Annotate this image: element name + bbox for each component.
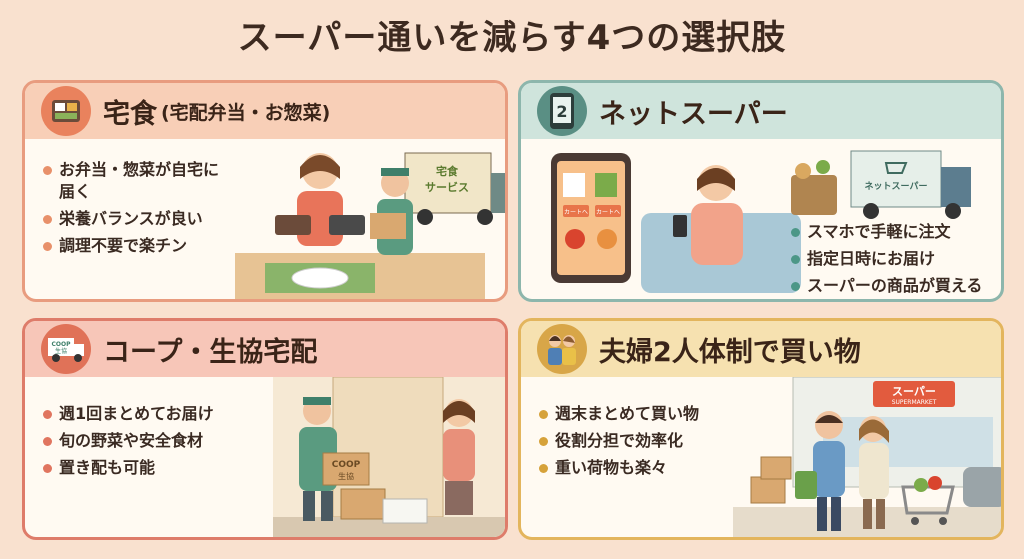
- truck-label: ネットスーパー: [865, 180, 928, 192]
- bento-icon: [41, 86, 91, 136]
- bullet-item: スーパーの商品が買える: [791, 275, 1001, 297]
- bullet-item: 調理不要で楽チン: [43, 235, 283, 257]
- bullet-list: スマホで手軽に注文 指定日時にお届け スーパーの商品が買える: [791, 221, 1001, 299]
- phone-cart-button-2: カートへ: [596, 209, 620, 216]
- online-shopping-illustration: カートへ カートへ: [551, 153, 801, 293]
- card-subtitle: (宅配弁当・お惣菜): [161, 101, 331, 124]
- card-title: ネットスーパー: [599, 98, 788, 130]
- store-sign: スーパー: [892, 385, 936, 398]
- truck-label-line2: サービス: [425, 180, 469, 194]
- bullet-list: 週末まとめて買い物 役割分担で効率化 重い荷物も楽々: [539, 403, 739, 484]
- supermarket-illustration: スーパー SUPERMARKET: [733, 377, 1001, 537]
- phone-cart-button-1: カートへ: [564, 209, 588, 216]
- truck-label-line1: 宅食: [436, 164, 459, 178]
- bullet-item: 栄養バランスが良い: [43, 208, 283, 230]
- svg-text:生協: 生協: [55, 347, 67, 355]
- bullet-list: 週1回まとめてお届け 旬の野菜や安全食材 置き配も可能: [43, 403, 283, 484]
- bullet-item: 旬の野菜や安全食材: [43, 430, 283, 452]
- smartphone-icon: 2: [537, 86, 587, 136]
- card-takushoku: 宅食 (宅配弁当・お惣菜) お弁当・惣菜が自宅に 届く 栄養バランスが良い 調理…: [22, 80, 508, 302]
- coop-box-label-2: 生協: [338, 471, 354, 481]
- card-title: コープ・生協宅配: [103, 336, 318, 368]
- bullet-item: 置き配も可能: [43, 457, 283, 479]
- bullet-list: お弁当・惣菜が自宅に 届く 栄養バランスが良い 調理不要で楽チン: [43, 159, 283, 262]
- svg-text:COOP: COOP: [51, 341, 71, 348]
- store-sign-sub: SUPERMARKET: [892, 399, 937, 406]
- page-title: スーパー通いを減らす4つの選択肢: [237, 18, 787, 58]
- bullet-item: 指定日時にお届け: [791, 248, 1001, 270]
- card-header: 宅食 (宅配弁当・お惣菜): [25, 83, 505, 139]
- coop-delivery-illustration: COOP 生協: [273, 377, 505, 537]
- card-header: 2 ネットスーパー: [521, 83, 1001, 139]
- card-net-super: 2 ネットスーパー カートへ カートへ ネットスーパー スマホで手軽に注文 指定…: [518, 80, 1004, 302]
- card-couple-shopping: 夫婦2人体制で買い物 週末まとめて買い物 役割分担で効率化 重い荷物も楽々 スー…: [518, 318, 1004, 540]
- bullet-item: 週1回まとめてお届け: [43, 403, 283, 425]
- bullet-item: スマホで手軽に注文: [791, 221, 1001, 243]
- card-header: COOP 生協 コープ・生協宅配: [25, 321, 505, 377]
- smartphone-icon-digit: 2: [556, 102, 567, 121]
- bullet-item: 週末まとめて買い物: [539, 403, 739, 425]
- bullet-item: 重い荷物も楽々: [539, 457, 739, 479]
- card-coop: COOP 生協 コープ・生協宅配 週1回まとめてお届け 旬の野菜や安全食材 置き…: [22, 318, 508, 540]
- delivery-truck-icon: COOP 生協: [41, 324, 91, 374]
- card-title: 宅食: [103, 98, 157, 130]
- net-super-truck-illustration: ネットスーパー: [791, 150, 971, 219]
- coop-box-label-1: COOP: [332, 460, 361, 470]
- card-header: 夫婦2人体制で買い物: [521, 321, 1001, 377]
- bullet-item: お弁当・惣菜が自宅に 届く: [43, 159, 283, 203]
- card-title: 夫婦2人体制で買い物: [599, 336, 861, 368]
- couple-icon: [537, 324, 587, 374]
- bullet-item: 役割分担で効率化: [539, 430, 739, 452]
- bento-delivery-illustration: 宅食 サービス: [235, 152, 505, 299]
